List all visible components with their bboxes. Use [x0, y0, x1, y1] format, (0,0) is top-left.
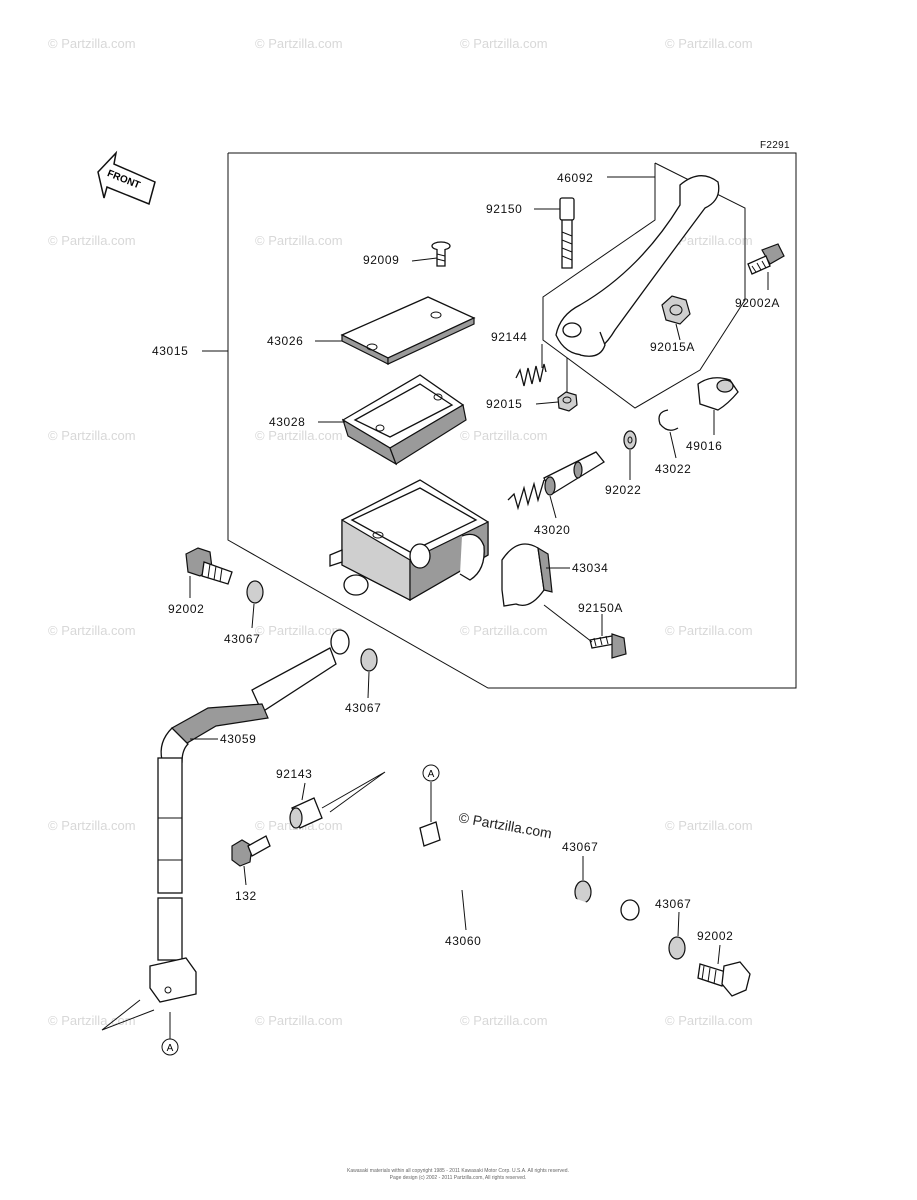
part-label: 92144 [491, 330, 527, 344]
bolt-92002A [747, 243, 785, 275]
part-label: 43060 [445, 934, 481, 948]
watermark: © Partzilla.com [255, 623, 343, 638]
watermark: © Partzilla.com [48, 36, 136, 51]
part-label: 92002 [168, 602, 204, 616]
footer-page-design: Page design (c) 2002 - 2011 Partzilla.co… [390, 1175, 527, 1181]
part-label: 46092 [557, 171, 593, 185]
ref-marker-label: A [167, 1043, 174, 1054]
part-label: 43034 [572, 561, 608, 575]
front-arrow-icon: FRONT [97, 150, 156, 206]
boot-49016 [697, 377, 739, 411]
washer-43067-d [668, 936, 686, 960]
cap-43026 [340, 296, 476, 365]
center-watermark: © Partzilla.com [457, 809, 553, 841]
part-label: 43067 [655, 897, 691, 911]
leader-lines [189, 176, 769, 965]
banjo-bolt-92002-left [185, 547, 233, 585]
washer-43067-b [360, 648, 378, 672]
part-label: 132 [235, 889, 257, 903]
watermark: © Partzilla.com [255, 36, 343, 51]
watermark: © Partzilla.com [665, 623, 753, 638]
part-label: 43020 [534, 523, 570, 537]
piston-kit-43020 [507, 451, 605, 511]
watermark: © Partzilla.com [48, 428, 136, 443]
ref-marker-a-top: A [422, 764, 440, 782]
part-label: 92150A [578, 601, 623, 615]
watermark: © Partzilla.com [48, 623, 136, 638]
screw-92009 [431, 241, 451, 267]
part-label: 92022 [605, 483, 641, 497]
watermark: © Partzilla.com [665, 233, 753, 248]
ref-marker-label: A [428, 769, 435, 780]
master-cylinder-body [329, 479, 489, 602]
part-labels: 46092 92150 92009 92002A 43015 43026 921… [152, 171, 780, 948]
part-label: 43067 [562, 840, 598, 854]
banjo-bolt-92002-right [697, 961, 751, 997]
part-label: 43022 [655, 462, 691, 476]
holder-43034 [501, 543, 553, 607]
assembly-outline [227, 152, 797, 689]
watermark: © Partzilla.com [255, 428, 343, 443]
part-label: 43026 [267, 334, 303, 348]
watermark-layer: © Partzilla.com © Partzilla.com © Partzi… [48, 36, 753, 1028]
part-label: 92015A [650, 340, 695, 354]
watermark: © Partzilla.com [460, 428, 548, 443]
part-label: 92002 [697, 929, 733, 943]
watermark: © Partzilla.com [255, 233, 343, 248]
part-label: 92002A [735, 296, 780, 310]
bolt-92150 [559, 197, 575, 269]
watermark: © Partzilla.com [255, 1013, 343, 1028]
part-label: 49016 [686, 439, 722, 453]
watermark: © Partzilla.com [665, 1013, 753, 1028]
spring-92144 [515, 363, 547, 387]
part-label: 43067 [345, 701, 381, 715]
watermark: © Partzilla.com [48, 818, 136, 833]
part-label: 92150 [486, 202, 522, 216]
pipe-43060 [419, 782, 640, 980]
watermark: © Partzilla.com [665, 818, 753, 833]
watermark: © Partzilla.com [48, 1013, 136, 1028]
part-label: 92009 [363, 253, 399, 267]
part-label: 43067 [224, 632, 260, 646]
bolt-92150A [589, 633, 627, 659]
lever-group-outline [542, 162, 746, 409]
nut-92015 [557, 391, 578, 412]
lever-46092 [555, 175, 720, 357]
watermark: © Partzilla.com [48, 233, 136, 248]
collar-92143 [289, 771, 386, 829]
washer-92022 [623, 430, 637, 450]
part-label: 92015 [486, 397, 522, 411]
hose-43059 [149, 629, 350, 1003]
watermark: © Partzilla.com [460, 36, 548, 51]
nut-92015A [661, 295, 691, 325]
part-label: 92143 [276, 767, 312, 781]
diaphragm-43028 [341, 374, 467, 466]
part-label: 43015 [152, 344, 188, 358]
bolt-132 [231, 835, 271, 867]
part-label: 43059 [220, 732, 256, 746]
washer-43067-a [246, 580, 264, 604]
watermark: © Partzilla.com [460, 1013, 548, 1028]
ref-marker-a-bottom: A [101, 999, 179, 1056]
footer-copyright: Kawasaki materials within all copyright … [347, 1168, 569, 1174]
figure-code: F2291 [760, 140, 790, 151]
part-label: 43028 [269, 415, 305, 429]
circlip-43022 [658, 409, 679, 431]
watermark: © Partzilla.com [460, 623, 548, 638]
watermark: © Partzilla.com [665, 36, 753, 51]
